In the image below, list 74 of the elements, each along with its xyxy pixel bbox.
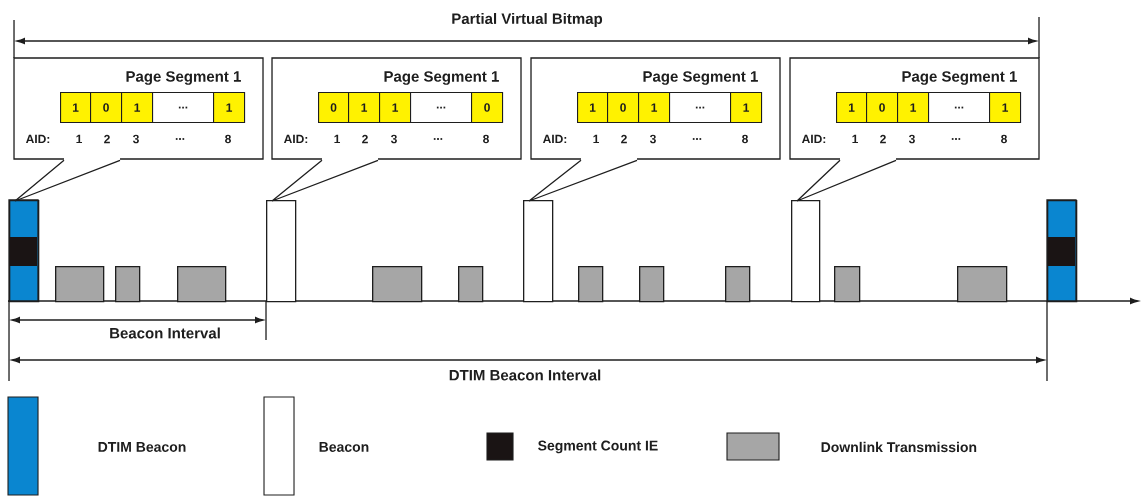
segment-heading: Page Segment 1 <box>643 71 758 85</box>
segment-heading: Page Segment 1 <box>902 71 1017 85</box>
bit-cell: 1 <box>836 92 868 124</box>
downlink-block <box>957 266 1008 303</box>
aid-number: 1 <box>76 134 82 144</box>
aid-label: AID: <box>542 134 567 144</box>
bit-cell: 1 <box>213 92 246 124</box>
segment-heading: Page Segment 1 <box>126 71 241 85</box>
bit-cell: 1 <box>121 92 154 124</box>
legend-label: Segment Count IE <box>538 440 658 454</box>
aid-number: ... <box>692 138 702 140</box>
aid-number: 1 <box>852 134 858 144</box>
segment-heading: Page Segment 1 <box>384 71 499 85</box>
bit-cell: ... <box>410 92 473 124</box>
aid-number: ... <box>175 138 185 140</box>
bit-cell: 1 <box>60 92 92 124</box>
aid-number: 8 <box>742 134 748 144</box>
downlink-block <box>578 266 604 303</box>
dimension-label: Partial Virtual Bitmap <box>450 12 604 28</box>
downlink-block <box>834 266 861 303</box>
callout-pointer <box>14 159 121 202</box>
aid-label: AID: <box>283 134 308 144</box>
dtim-beacon-bar <box>1046 199 1078 303</box>
bit-cell: 0 <box>607 92 640 124</box>
dimension-label: DTIM Beacon Interval <box>447 368 603 382</box>
beacon-bar <box>523 200 554 303</box>
bit-cell: 1 <box>577 92 609 124</box>
aid-number: 3 <box>390 134 397 144</box>
aid-number: 8 <box>483 134 489 144</box>
dimension-label: Beacon Interval <box>108 326 222 340</box>
beacon-bar <box>266 200 297 303</box>
bit-cell: 0 <box>318 92 350 124</box>
downlink-block <box>177 266 227 303</box>
aid-number: 8 <box>1001 134 1007 144</box>
bit-cell: 0 <box>471 92 504 124</box>
bit-cell: 1 <box>348 92 381 124</box>
aid-number: 2 <box>621 134 627 144</box>
legend-label: Downlink Transmission <box>821 441 977 453</box>
callout-pointer <box>271 159 379 202</box>
aid-number: 2 <box>362 134 368 144</box>
downlink-block <box>55 266 105 303</box>
aid-number: 2 <box>880 134 886 144</box>
aid-number: 1 <box>334 134 340 144</box>
aid-number: 2 <box>104 134 110 144</box>
bit-cell: 0 <box>866 92 899 124</box>
aid-label: AID: <box>25 134 50 144</box>
downlink-block <box>639 266 665 303</box>
aid-number: 3 <box>132 134 139 144</box>
downlink-block <box>115 266 141 303</box>
callout-pointer <box>528 159 638 202</box>
dtim-beacon-bar <box>8 199 40 303</box>
aid-number: ... <box>433 138 443 140</box>
aid-number: 1 <box>593 134 599 144</box>
downlink-block <box>372 266 423 303</box>
bit-cell: 1 <box>897 92 930 124</box>
callout-pointer <box>796 159 897 202</box>
beacon-bar <box>791 200 821 303</box>
downlink-block <box>458 266 484 303</box>
bit-cell: ... <box>152 92 215 124</box>
bit-cell: 1 <box>730 92 763 124</box>
bit-cell: ... <box>928 92 991 124</box>
legend-label: Beacon <box>319 442 369 452</box>
legend-label: DTIM Beacon <box>98 442 186 452</box>
bit-cell: 1 <box>989 92 1022 124</box>
bit-cell: ... <box>669 92 732 124</box>
aid-number: 3 <box>649 134 656 144</box>
downlink-block <box>725 266 751 303</box>
aid-number: ... <box>951 138 961 140</box>
aid-number: 3 <box>908 134 915 144</box>
bit-cell: 0 <box>90 92 123 124</box>
bit-cell: 1 <box>638 92 671 124</box>
aid-label: AID: <box>801 134 826 144</box>
bit-cell: 1 <box>379 92 412 124</box>
aid-number: 8 <box>225 134 231 144</box>
